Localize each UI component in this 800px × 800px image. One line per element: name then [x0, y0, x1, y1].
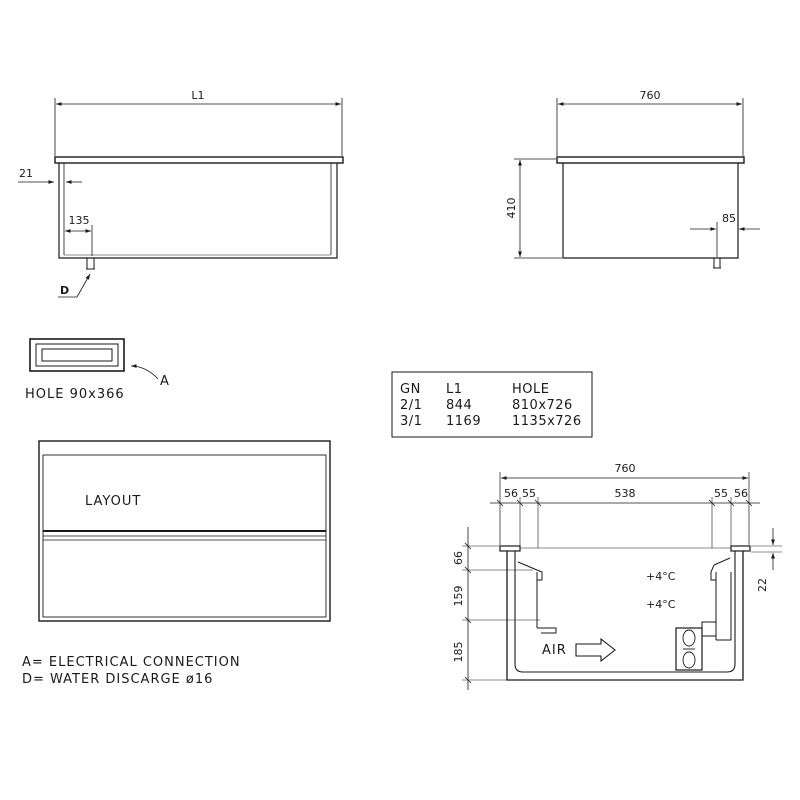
hole-opening: [41, 348, 113, 362]
hole-detail: HOLE 90x366 A: [25, 338, 170, 402]
layout-label: LAYOUT: [85, 494, 141, 509]
section-rim-right: [730, 545, 751, 552]
dim-seg-55-right: 55: [714, 487, 728, 500]
fan-icon: [675, 627, 703, 671]
legend-d: D= WATER DISCARGE ø16: [22, 672, 213, 687]
dim-410-label: 410: [505, 198, 518, 219]
callout-a-label: A: [160, 374, 170, 389]
side-tank-body: [562, 163, 739, 259]
dim-seg-538: 538: [615, 487, 636, 500]
legend-a: A= ELECTRICAL CONNECTION: [22, 655, 241, 670]
side-view: 760 410 85: [505, 89, 760, 269]
dim-seg-56-left: 56: [504, 487, 518, 500]
front-tank-body: [58, 163, 338, 259]
air-label: AIR: [542, 643, 567, 658]
dim-seg-56-right: 56: [734, 487, 748, 500]
front-drain-pipe: [86, 257, 95, 270]
side-top-plate: [556, 156, 745, 164]
section-pan-right: [710, 557, 731, 640]
dim-85-label: 85: [722, 212, 736, 225]
dim-760-section-label: 760: [615, 462, 636, 475]
dim-seg-55-left: 55: [522, 487, 536, 500]
temp-lower-label: +4°C: [646, 598, 676, 611]
section-inner-tank: [514, 551, 736, 673]
spec-header-l1: L1: [446, 382, 463, 397]
hole-size-label: HOLE 90x366: [25, 387, 125, 402]
dim-159-label: 159: [452, 586, 465, 607]
spec-header-hole: HOLE: [512, 382, 549, 397]
front-top-plate: [54, 156, 344, 164]
hole-outer-frame: [29, 338, 125, 372]
spec-row-2-l1: 1169: [446, 414, 481, 429]
dim-l1-label: L1: [191, 89, 204, 102]
section-outer-casing: [506, 551, 744, 681]
spec-table: GN L1 HOLE 2/1 844 810x726 3/1 1169 1135…: [391, 371, 593, 438]
spec-row-2-gn: 3/1: [400, 414, 422, 429]
side-drain-pipe: [713, 257, 721, 269]
spec-row-2-hole: 1135x726: [512, 414, 582, 429]
callout-d-label: D: [60, 284, 69, 297]
spec-table-border: [391, 371, 593, 438]
section-pan-left: [517, 561, 543, 628]
dim-66-label: 66: [452, 551, 465, 565]
layout-view: LAYOUT: [38, 440, 331, 622]
hole-inner-frame: [35, 343, 119, 367]
dim-135-label: 135: [69, 214, 90, 227]
section-rim-left: [499, 545, 521, 552]
spec-header-gn: GN: [400, 382, 421, 397]
dim-22-label: 22: [756, 578, 769, 592]
section-view: 760 56 55 538 55 56: [452, 462, 782, 690]
layout-outer: [38, 440, 331, 622]
dim-760-top-label: 760: [640, 89, 661, 102]
spec-row-1-l1: 844: [446, 398, 472, 413]
dim-185-label: 185: [452, 642, 465, 663]
temp-upper-label: +4°C: [646, 570, 676, 583]
section-control-box: [701, 621, 717, 637]
front-view: L1 21 135 D: [18, 89, 344, 298]
legend: A= ELECTRICAL CONNECTION D= WATER DISCAR…: [22, 655, 241, 687]
spec-row-1-hole: 810x726: [512, 398, 573, 413]
dim-21-label: 21: [19, 167, 33, 180]
air-flow-arrow-icon: [575, 637, 616, 663]
spec-row-1-gn: 2/1: [400, 398, 422, 413]
